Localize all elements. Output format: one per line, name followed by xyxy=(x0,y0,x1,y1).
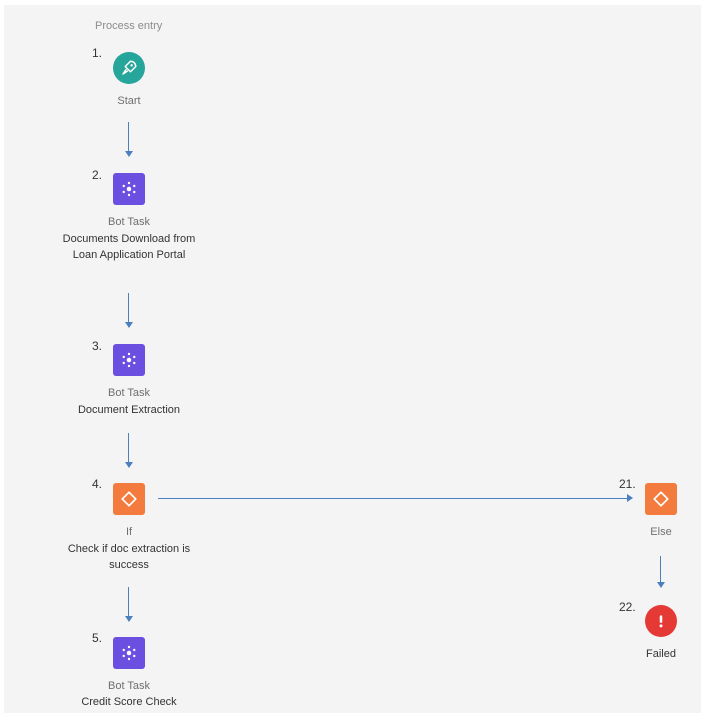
bot-task-icon xyxy=(122,352,136,368)
step-number: 22. xyxy=(619,600,636,614)
bot-task-node[interactable] xyxy=(113,344,145,376)
condition-diamond-icon xyxy=(653,491,669,507)
step-number: 4. xyxy=(92,477,103,491)
node-type-label: Else xyxy=(650,526,672,538)
step-number: 5. xyxy=(92,631,103,645)
failed-node[interactable] xyxy=(645,605,677,637)
step-number: 2. xyxy=(92,168,103,182)
node-description: Credit Score Check xyxy=(81,696,177,708)
node-type-label: Start xyxy=(117,95,141,107)
bot-task-icon xyxy=(122,181,136,197)
connector-line xyxy=(128,433,129,463)
if-condition-node[interactable] xyxy=(113,483,145,515)
process-canvas xyxy=(4,5,701,713)
node-type-label: Bot Task xyxy=(108,680,150,692)
bot-task-node[interactable] xyxy=(113,173,145,205)
arrow-down-icon xyxy=(125,616,133,622)
arrow-down-icon xyxy=(125,462,133,468)
arrow-down-icon xyxy=(125,322,133,328)
node-type-label: If xyxy=(125,526,133,538)
process-entry-label: Process entry xyxy=(95,20,163,32)
branch-connector-line xyxy=(158,498,628,499)
node-description: Documents Download from Loan Application… xyxy=(62,233,196,261)
arrow-down-icon xyxy=(657,582,665,588)
connector-line xyxy=(128,122,129,152)
step-number: 3. xyxy=(92,339,103,353)
node-description: Check if doc extraction is success xyxy=(67,543,191,571)
arrow-down-icon xyxy=(125,151,133,157)
arrow-right-icon xyxy=(627,494,633,502)
step-number: 21. xyxy=(619,477,636,491)
bot-task-node[interactable] xyxy=(113,637,145,669)
connector-line xyxy=(660,556,661,583)
step-number: 1. xyxy=(92,46,103,60)
node-type-label: Failed xyxy=(646,648,676,660)
node-type-label: Bot Task xyxy=(108,387,150,399)
exclamation-icon xyxy=(659,615,663,628)
connector-line xyxy=(128,293,129,323)
bot-task-icon xyxy=(122,645,136,661)
node-description: Document Extraction xyxy=(77,404,181,416)
connector-line xyxy=(128,587,129,617)
start-node[interactable] xyxy=(113,52,145,84)
rocket-icon xyxy=(122,60,137,75)
else-condition-node[interactable] xyxy=(645,483,677,515)
condition-diamond-icon xyxy=(121,491,137,507)
node-type-label: Bot Task xyxy=(108,216,150,228)
